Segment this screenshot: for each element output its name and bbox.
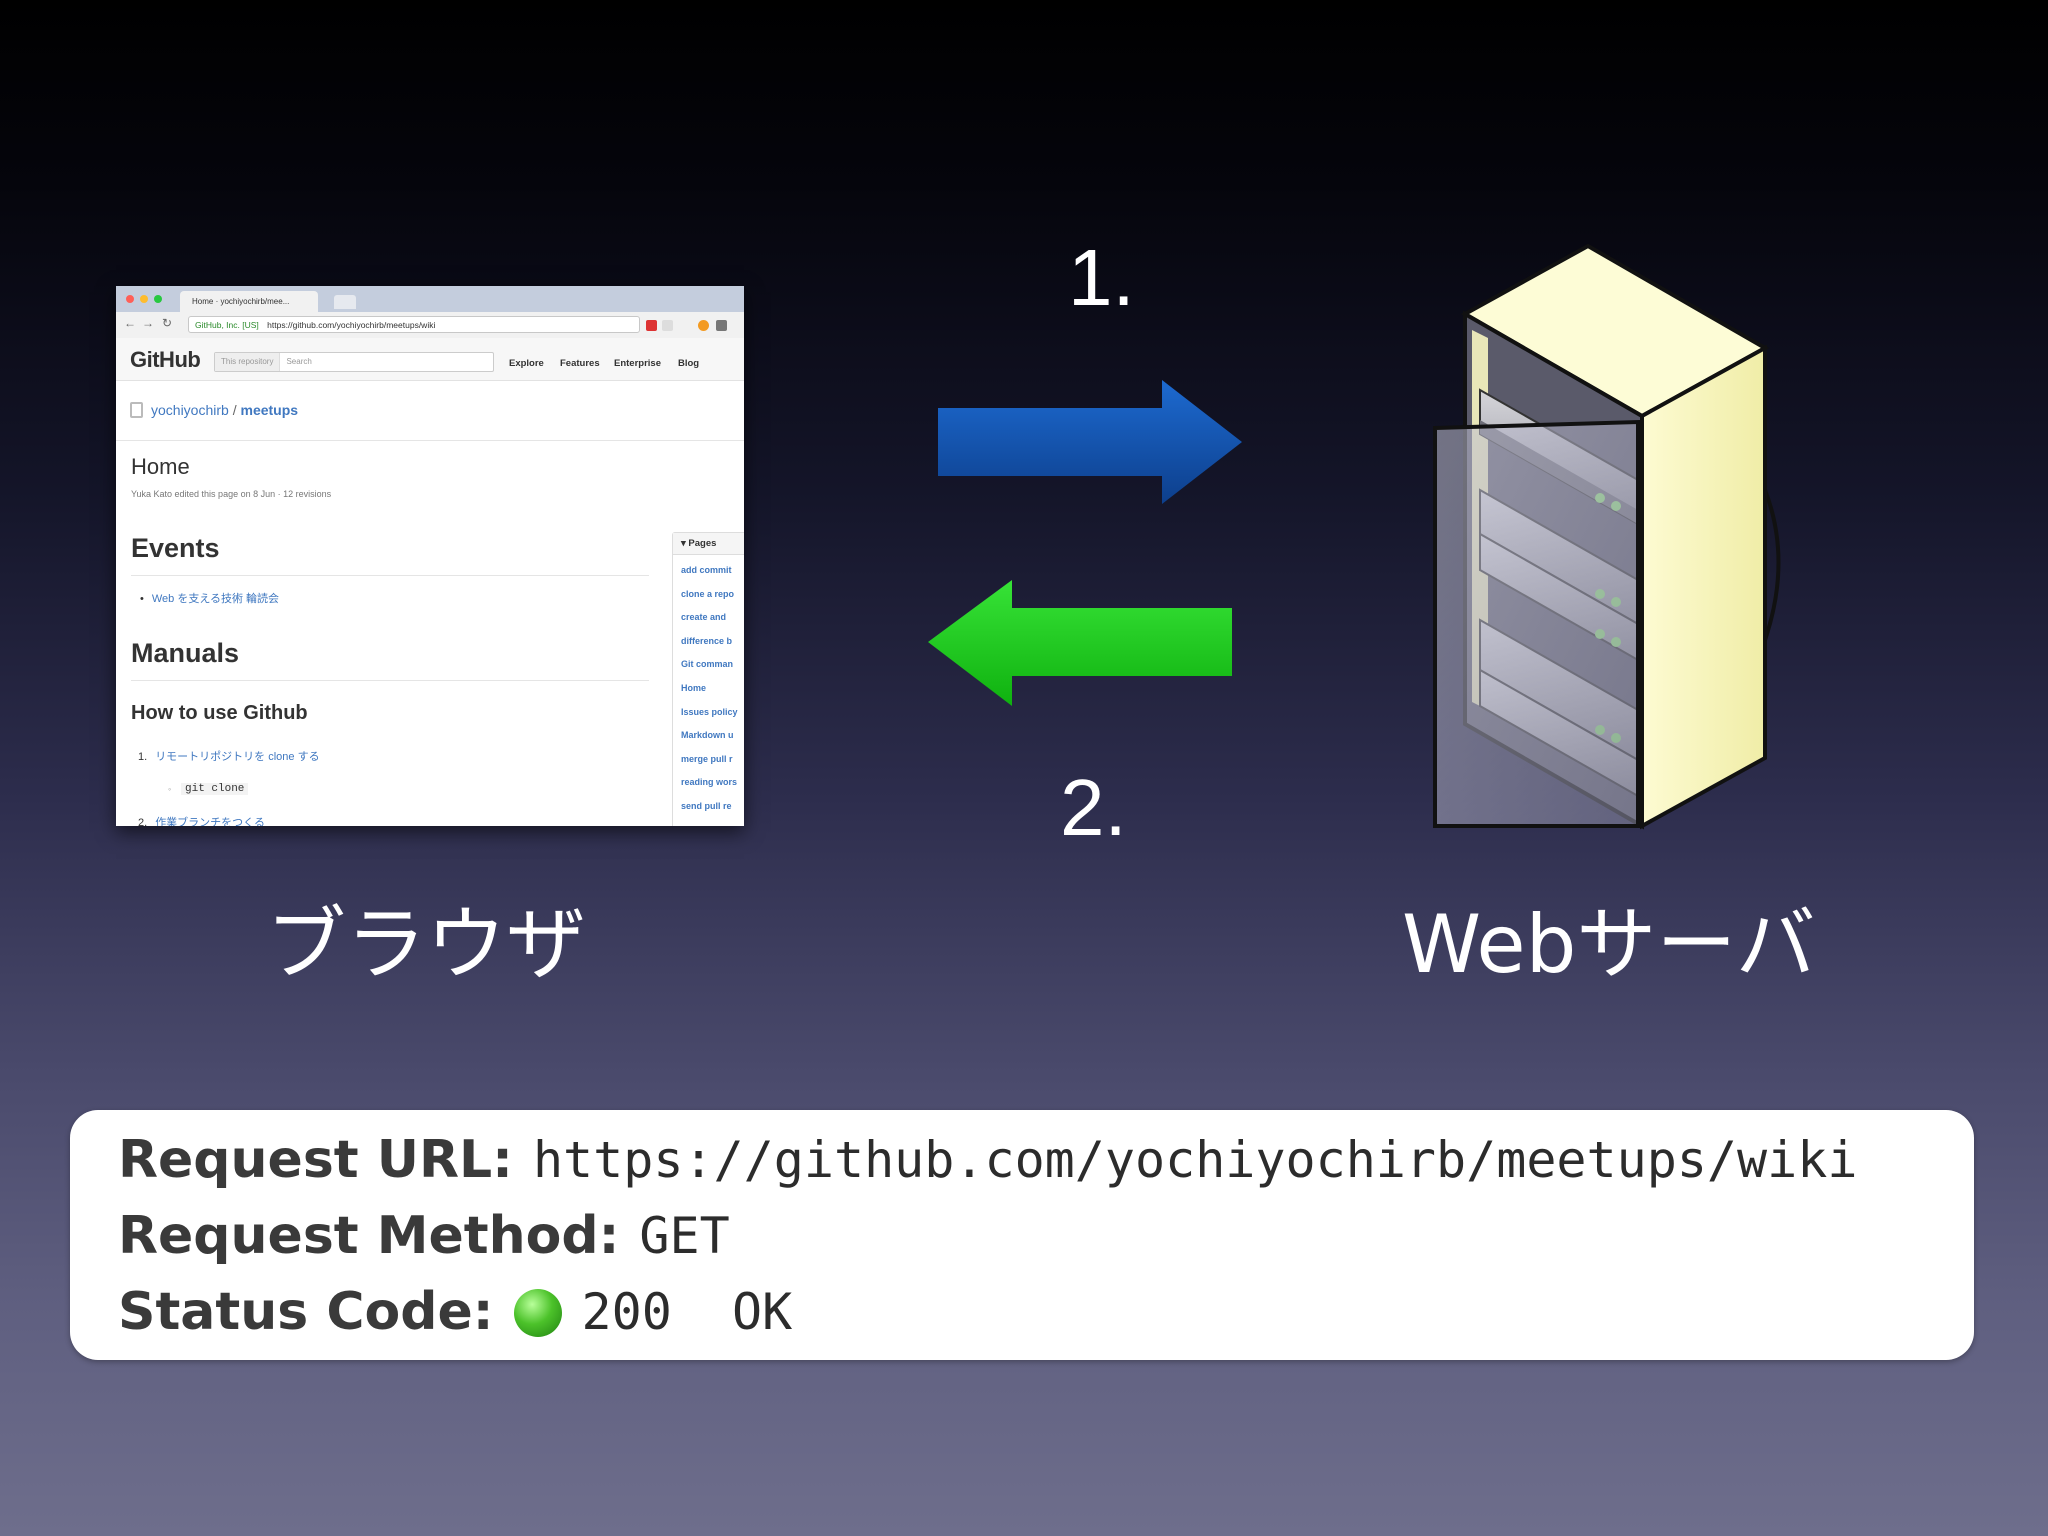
browser-screenshot: Home · yochiyochirb/mee... ← → ↻ GitHub,… [116, 286, 744, 826]
close-window-dot [126, 295, 134, 303]
repo-name: meetups [240, 402, 299, 418]
howto-step-2-link: 作業ブランチをつくる [155, 817, 265, 826]
bookmark-star-icon [662, 320, 673, 331]
back-icon: ← [124, 316, 136, 330]
browser-tab-bar: Home · yochiyochirb/mee... [116, 286, 744, 312]
repo-icon [130, 402, 143, 418]
request-url-value: https://github.com/yochiyochirb/meetups/… [532, 1131, 1858, 1189]
server-rack-icon [1433, 243, 1781, 830]
ev-certificate-badge: GitHub, Inc. [US] [195, 320, 259, 330]
github-header: GitHub This repository Search Explore Fea… [116, 338, 744, 381]
step-1-label: 1. [1068, 233, 1135, 322]
nav-blog: Blog [678, 358, 700, 369]
request-url-row: Request URL: https://github.com/yochiyoch… [118, 1130, 1857, 1190]
new-tab-button [334, 295, 356, 309]
status-code-row: Status Code: 200 OK [118, 1282, 792, 1342]
browser-tab: Home · yochiyochirb/mee... [180, 291, 318, 312]
request-method-key: Request Method: [118, 1206, 620, 1266]
divider [131, 680, 649, 681]
request-method-row: Request Method: GET [118, 1206, 730, 1266]
menu-icon [716, 320, 727, 331]
howto-heading: How to use Github [131, 702, 308, 724]
sidebar-page-link: send pull re [681, 801, 732, 811]
sidebar-page-link: merge pull r [681, 753, 733, 764]
forward-icon: → [142, 316, 154, 330]
search-scope: This repository [215, 353, 281, 371]
nav-enterprise: Enterprise [614, 358, 661, 369]
nav-features: Features [560, 358, 600, 369]
howto-step-1-link: リモートリポジトリを clone する [155, 751, 320, 763]
zoom-window-dot [154, 295, 162, 303]
manuals-heading: Manuals [131, 638, 240, 668]
browser-label: ブラウザ [266, 898, 586, 991]
events-heading: Events [131, 533, 220, 563]
nav-explore: Explore [509, 358, 544, 369]
extension-icon [646, 320, 657, 331]
search-placeholder: Search [286, 357, 312, 366]
sidebar-page-link: difference b [681, 635, 733, 646]
wiki-page-meta: Yuka Kato edited this page on 8 Jun · 12… [131, 489, 332, 499]
wiki-page-title: Home [131, 454, 190, 479]
response-arrow [928, 580, 1232, 706]
code-bullet: ◦ [168, 784, 172, 794]
sidebar-page-link: reading wors [681, 777, 738, 788]
sidebar-page-link: Markdown u [681, 730, 734, 741]
server-label: Webサーバ [1402, 898, 1816, 991]
extension-orange-icon [698, 320, 709, 331]
sidebar-title: Pages [673, 533, 744, 555]
repo-owner: yochiyochirb [151, 402, 229, 418]
reload-icon: ↻ [162, 316, 173, 330]
address-bar: GitHub, Inc. [US] https://github.com/yoc… [188, 316, 640, 333]
address-url: https://github.com/yochiyochirb/meetups/… [267, 320, 436, 330]
sidebar-page-link: Issues policy [681, 706, 738, 717]
sidebar-page-link: add commit [681, 565, 732, 575]
divider [131, 575, 649, 576]
repo-separator: / [228, 402, 241, 418]
step-2-label: 2. [1060, 763, 1127, 852]
status-code-value: 200 OK [581, 1283, 793, 1341]
request-arrow [938, 380, 1242, 504]
request-url-key: Request URL: [118, 1130, 513, 1190]
address-toolbar: ← → ↻ GitHub, Inc. [US] https://github.c… [116, 312, 744, 339]
howto-step-2: 2.作業ブランチをつくる [138, 814, 265, 826]
http-response-panel: Request URL: https://github.com/yochiyoch… [70, 1110, 1974, 1360]
status-ok-icon [513, 1289, 562, 1337]
events-item-link: Web を支える技術 輪読会 [151, 593, 280, 605]
sidebar-page-link: Git comman [681, 659, 734, 670]
sidebar-page-link: clone a repo [681, 588, 735, 599]
wiki-pages-sidebar: Pages add commit clone a repo create and di… [672, 532, 744, 826]
sidebar-page-link: Home [681, 683, 707, 693]
events-item: •Web を支える技術 輪読会 [140, 593, 280, 605]
divider [116, 440, 744, 441]
github-logo: GitHub [130, 347, 201, 372]
repo-title: yochiyochirb / meetups [130, 402, 298, 418]
github-search: This repository Search [214, 352, 494, 372]
sidebar-page-link: create and [681, 612, 727, 623]
code-snippet: git clone [181, 783, 249, 795]
status-code-key: Status Code: [118, 1282, 494, 1342]
minimize-window-dot [140, 295, 148, 303]
request-method-value: GET [639, 1207, 730, 1265]
howto-step-1: 1.リモートリポジトリを clone する [138, 751, 320, 763]
